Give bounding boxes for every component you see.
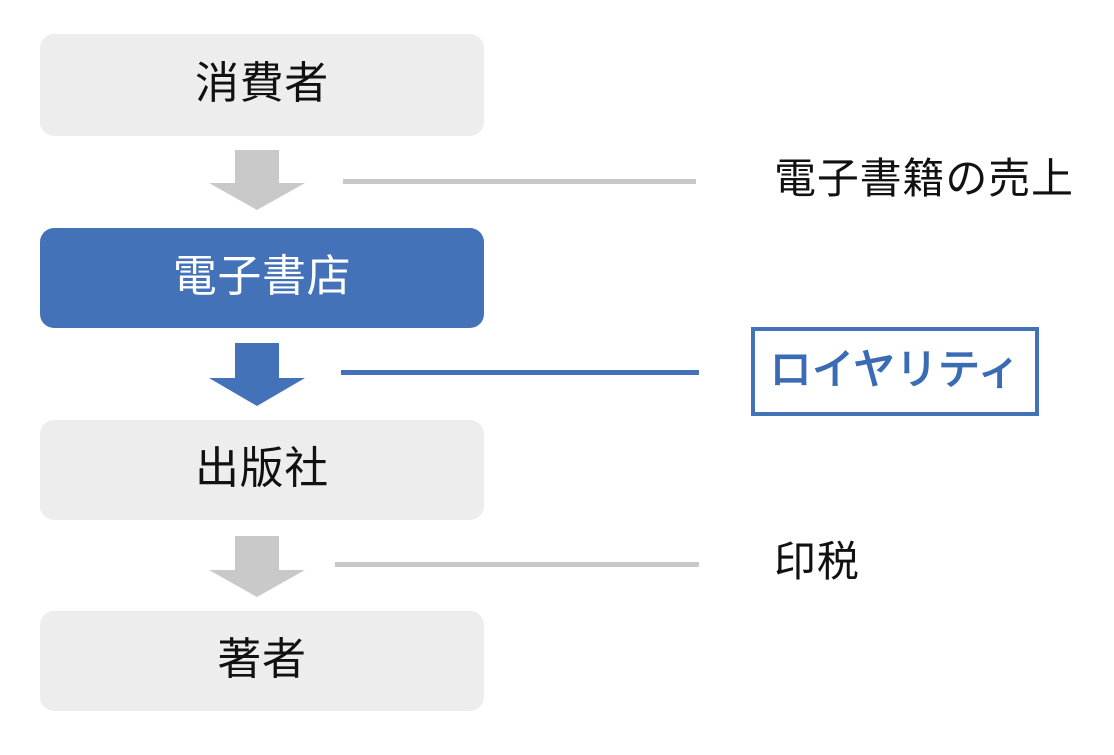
- flow-rule-royalty-tax: [335, 562, 699, 567]
- flow-rule-royalty: [341, 370, 699, 375]
- node-publisher-label: 出版社: [195, 444, 329, 493]
- node-ebook-store-label: 電子書店: [172, 252, 352, 301]
- node-author-label: 著者: [217, 635, 307, 684]
- arrow-down-icon-publisher-to-author: [209, 536, 305, 597]
- node-ebook-store: 電子書店: [40, 228, 484, 328]
- flow-rule-sales: [343, 179, 696, 184]
- node-publisher: 出版社: [40, 420, 484, 520]
- flow-label-royalty: ロイヤリティ: [769, 346, 1021, 393]
- arrow-down-icon-store-to-publisher: [209, 343, 305, 406]
- node-consumer: 消費者: [40, 34, 484, 136]
- flow-label-sales: 電子書籍の売上: [774, 155, 1074, 202]
- flow-label-royalty-callout: ロイヤリティ: [751, 327, 1039, 416]
- node-author: 著者: [40, 611, 484, 711]
- arrow-down-icon-consumer-to-store: [209, 150, 305, 210]
- flow-label-royalty-tax: 印税: [774, 538, 860, 585]
- node-consumer-label: 消費者: [195, 59, 329, 108]
